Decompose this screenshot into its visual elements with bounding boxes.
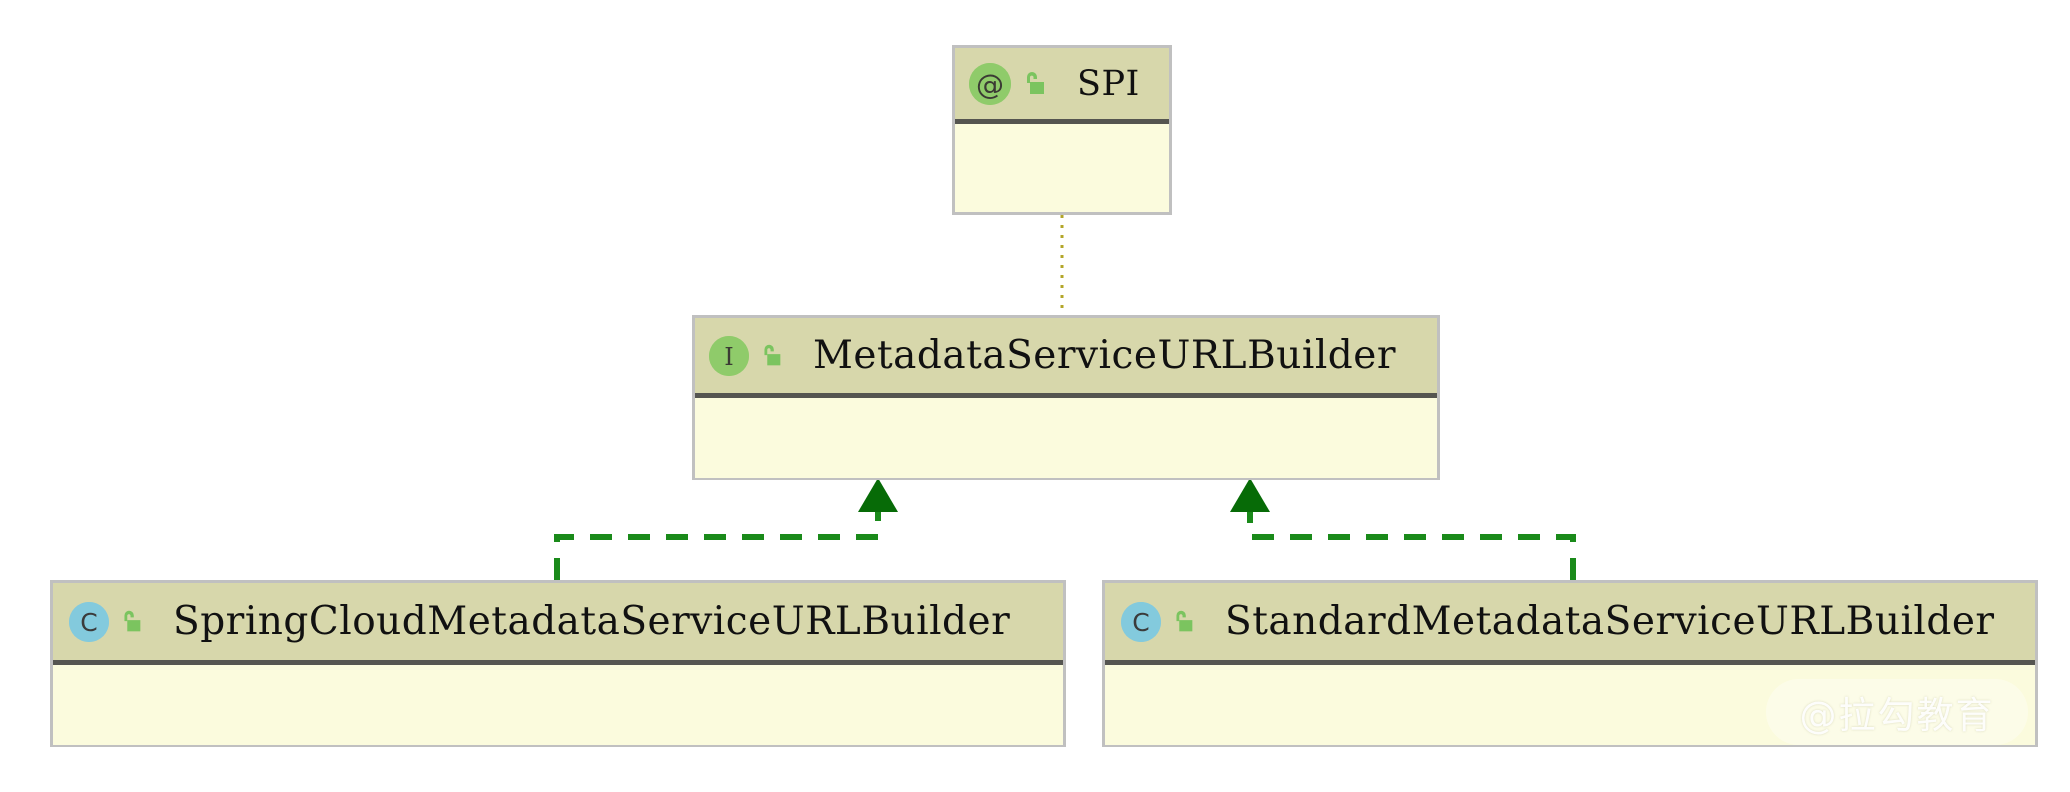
arrowhead-standard-to-interface [1230, 478, 1270, 512]
class-stereotype-icon: C [69, 601, 109, 642]
uml-node-standard-metadata-service-url-builder[interactable]: C StandardMetadataServiceURLBuilder [1102, 580, 2038, 747]
svg-text:C: C [1132, 608, 1149, 637]
uml-node-spi-title: SPI [1077, 63, 1140, 104]
uml-node-spi[interactable]: @ SPI [952, 45, 1172, 215]
edge-realization-springcloud-to-interface [554, 506, 881, 580]
arrowhead-springcloud-to-interface [858, 478, 898, 512]
unlocked-padlock-icon [757, 342, 785, 370]
uml-node-standard-title: StandardMetadataServiceURLBuilder [1225, 599, 1995, 644]
edge-realization-standard-to-interface [1247, 506, 1576, 580]
annotation-stereotype-icon: @ [969, 62, 1011, 105]
uml-node-metadata-service-url-builder[interactable]: I MetadataServiceURLBuilder [692, 315, 1440, 480]
svg-text:C: C [80, 608, 97, 637]
uml-node-springcloud-title: SpringCloudMetadataServiceURLBuilder [173, 599, 1011, 644]
uml-node-spi-header: @ SPI [955, 48, 1169, 124]
unlocked-padlock-icon [117, 608, 145, 636]
uml-node-springcloud-header: C SpringCloudMetadataServiceURLBuilder [53, 583, 1063, 665]
uml-node-interface-header: I MetadataServiceURLBuilder [695, 318, 1437, 398]
uml-node-springcloud-body [53, 665, 1063, 745]
uml-node-interface-body [695, 398, 1437, 478]
class-stereotype-icon: C [1121, 601, 1161, 642]
unlocked-padlock-icon [1169, 608, 1197, 636]
uml-node-standard-body [1105, 665, 2035, 745]
uml-node-interface-title: MetadataServiceURLBuilder [813, 333, 1396, 378]
uml-node-standard-header: C StandardMetadataServiceURLBuilder [1105, 583, 2035, 665]
unlocked-padlock-icon [1019, 69, 1049, 99]
uml-node-spi-body [955, 124, 1169, 212]
interface-stereotype-icon: I [709, 335, 749, 376]
svg-text:I: I [724, 343, 733, 371]
svg-text:@: @ [976, 68, 1004, 101]
uml-node-spring-cloud-metadata-service-url-builder[interactable]: C SpringCloudMetadataServiceURLBuilder [50, 580, 1066, 747]
